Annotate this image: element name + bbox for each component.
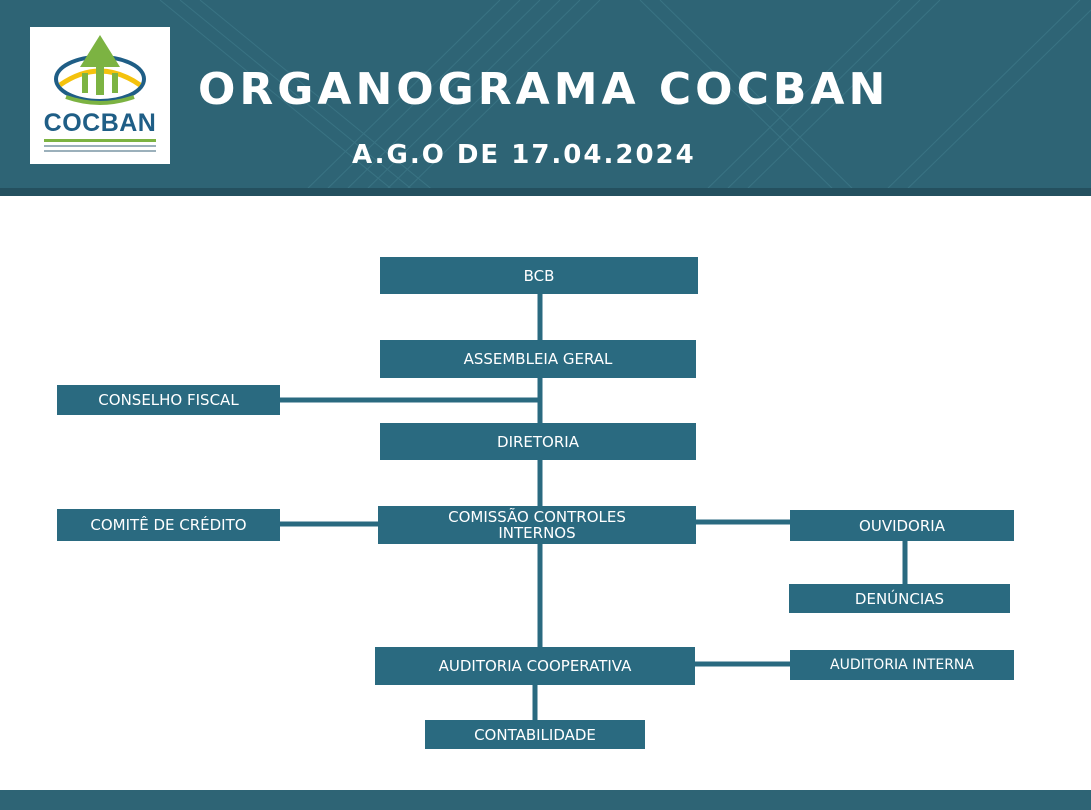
logo-emblem-icon: [54, 35, 146, 105]
node-contabilidade: CONTABILIDADE: [425, 720, 645, 749]
node-diretoria: DIRETORIA: [380, 423, 696, 460]
node-bcb: BCB: [380, 257, 698, 294]
node-conselho-fiscal: CONSELHO FISCAL: [57, 385, 280, 415]
page-title: ORGANOGRAMA COCBAN: [198, 64, 890, 115]
logo-fineprint: [44, 150, 156, 152]
node-comite-de-credito: COMITÊ DE CRÉDITO: [57, 509, 280, 541]
node-auditoria-interna: AUDITORIA INTERNA: [790, 650, 1014, 680]
node-comissao-controles-internos: COMISSÃO CONTROLES INTERNOS: [378, 506, 696, 544]
header-pattern: [0, 0, 1091, 196]
logo: COCBAN: [30, 27, 170, 164]
header-banner: COCBAN ORGANOGRAMA COCBAN A.G.O DE 17.04…: [0, 0, 1091, 196]
footer-bar: [0, 790, 1091, 810]
page-subtitle: A.G.O DE 17.04.2024: [352, 140, 696, 170]
logo-underline: [44, 139, 156, 142]
node-ouvidoria: OUVIDORIA: [790, 510, 1014, 541]
node-denuncias: DENÚNCIAS: [789, 584, 1010, 613]
node-auditoria-cooperativa: AUDITORIA COOPERATIVA: [375, 647, 695, 685]
logo-fineprint: [44, 145, 156, 147]
node-assembleia-geral: ASSEMBLEIA GERAL: [380, 340, 696, 378]
logo-text: COCBAN: [43, 109, 157, 137]
